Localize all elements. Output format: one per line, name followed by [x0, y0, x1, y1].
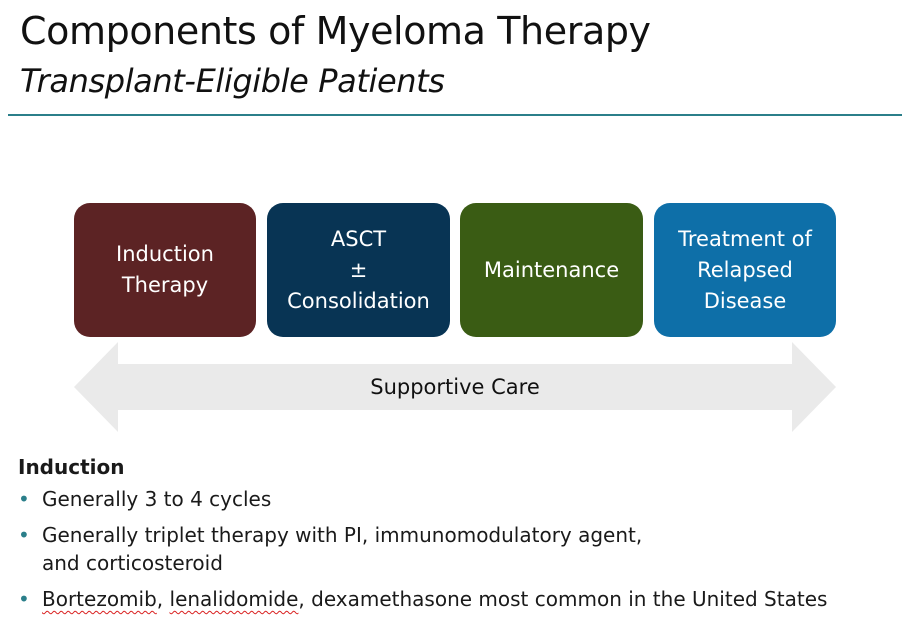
- phase-relapsed-box: Treatment of Relapsed Disease: [654, 203, 836, 337]
- supportive-care-arrow: [74, 342, 836, 432]
- bullet-dot-icon: •: [18, 523, 30, 547]
- bullet-separator: ,: [156, 587, 170, 611]
- bullet-text: Generally 3 to 4 cycles: [42, 487, 272, 511]
- list-item: • Generally 3 to 4 cycles: [18, 485, 908, 513]
- phase-label-line: Relapsed: [697, 257, 793, 282]
- phase-label-line: Maintenance: [483, 257, 620, 282]
- slide-title: Components of Myeloma Therapy: [20, 9, 651, 53]
- phase-label-line: ±: [349, 257, 368, 282]
- phase-label-line: Treatment of: [678, 226, 812, 251]
- phase-asct-box: ASCT ± Consolidation: [267, 203, 450, 337]
- phase-label-line: Therapy: [121, 273, 209, 297]
- drug-name-lenalidomide: lenalidomide: [169, 587, 299, 611]
- bullet-text: Generally triplet therapy with PI, immun…: [42, 523, 643, 547]
- slide-subtitle: Transplant-Eligible Patients: [20, 62, 445, 100]
- list-item: • Bortezomib, lenalidomide, dexamethason…: [18, 585, 908, 613]
- title-divider: [8, 114, 902, 116]
- drug-name-bortezomib: Bortezomib: [42, 587, 157, 611]
- bullet-text-continued: and corticosteroid: [42, 551, 223, 575]
- phase-induction-box: Induction Therapy: [74, 203, 256, 337]
- bullet-dot-icon: •: [18, 587, 30, 611]
- double-arrow-icon: [74, 342, 836, 432]
- induction-bullet-list: • Generally 3 to 4 cycles • Generally tr…: [18, 485, 908, 621]
- phase-maintenance-box: Maintenance: [460, 203, 643, 337]
- bullet-dot-icon: •: [18, 487, 30, 511]
- supportive-care-label: Supportive Care: [370, 375, 540, 399]
- phase-label-line: Induction: [116, 242, 214, 266]
- list-item: • Generally triplet therapy with PI, imm…: [18, 521, 908, 577]
- phase-label-line: Consolidation: [287, 288, 430, 313]
- section-heading-induction: Induction: [18, 455, 125, 479]
- phase-label-line: Disease: [703, 288, 787, 313]
- phase-label-line: ASCT: [330, 226, 387, 251]
- bullet-text: , dexamethasone most common in the Unite…: [298, 587, 828, 611]
